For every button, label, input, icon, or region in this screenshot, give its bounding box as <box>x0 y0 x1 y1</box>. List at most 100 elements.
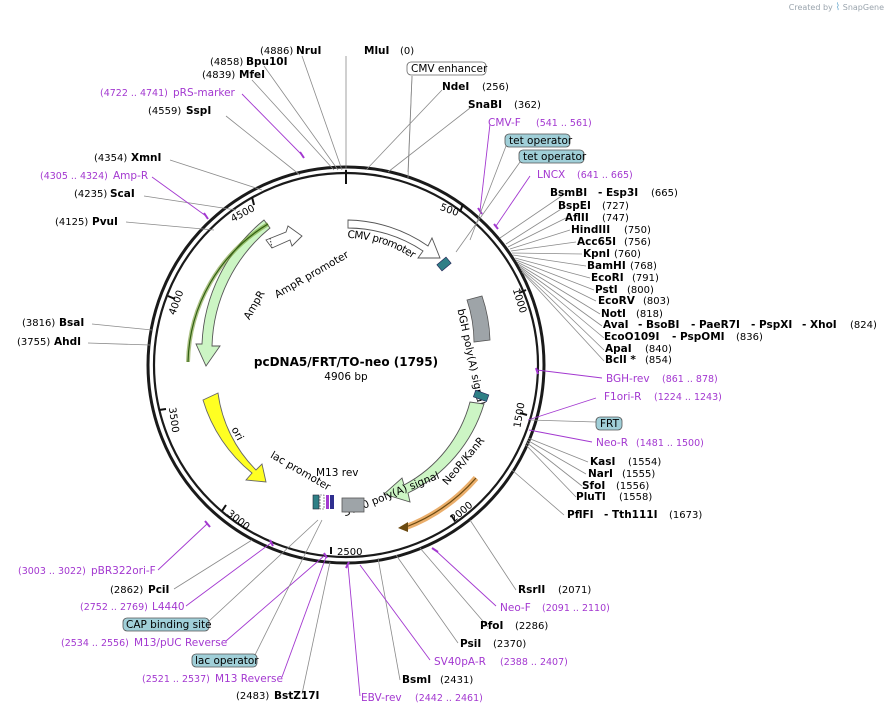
orange-feature-line <box>405 477 477 528</box>
enzyme-aflii-pos: (747) <box>602 213 629 224</box>
enzyme-bsmi-pos: (2431) <box>440 675 473 686</box>
enzyme-bcli[interactable]: BclI * <box>605 354 636 366</box>
primer-pbr322ori-f[interactable]: pBR322ori-F <box>91 565 156 577</box>
snapgene-logo-icon: ⌇ <box>835 2 841 13</box>
enzyme-ecorv-pos: (803) <box>643 296 670 307</box>
enzyme-bamhi-pos: (768) <box>630 261 657 272</box>
enzyme-kpni[interactable]: KpnI <box>583 248 610 260</box>
enzyme-rsrii[interactable]: RsrII <box>518 584 545 596</box>
enzyme-psppomi[interactable]: - PspOMI <box>672 331 725 343</box>
primer-bgh-rev[interactable]: BGH-rev <box>606 373 650 385</box>
tet-operator-1-box[interactable] <box>504 133 571 148</box>
enzyme-xhoi[interactable]: - XhoI <box>802 319 837 331</box>
enzyme-pfoi[interactable]: PfoI <box>480 620 503 632</box>
enzyme-ecorv[interactable]: EcoRV <box>598 295 636 307</box>
primer-sv40pa-r[interactable]: SV40pA-R <box>434 656 486 668</box>
cmv-enhancer-box[interactable] <box>406 61 487 76</box>
primer-amp-r[interactable]: Amp-R <box>113 170 148 182</box>
enzyme-sspi-pos: (4559) <box>148 106 181 117</box>
enzyme-sspi[interactable]: SspI <box>186 105 211 117</box>
enzyme-labels-lower-right: KasI (1554) NarI (1555) SfoI (1556) PluT… <box>567 456 702 521</box>
primer-neo-r-pos: (1481 .. 1500) <box>636 438 704 449</box>
enzyme-ecoo109i-pos: (836) <box>736 332 763 343</box>
feature-bgh-polya[interactable]: bGH poly(A) signal <box>455 295 491 406</box>
enzyme-ecoo109i[interactable]: EcoO109I <box>604 331 659 343</box>
enzyme-sfoi[interactable]: SfoI <box>582 480 605 492</box>
enzyme-avai[interactable]: AvaI <box>603 319 629 331</box>
primer-lncx[interactable]: LNCX <box>537 169 565 181</box>
enzyme-esp3i[interactable]: - Esp3I <box>598 187 638 199</box>
feature-ori[interactable]: ori <box>202 392 267 483</box>
enzyme-xmni-pos: (4354) <box>94 153 127 164</box>
enzyme-labels-right: BsmBI - Esp3I (665) BspEI (727) AflII (7… <box>550 187 877 366</box>
primer-prs-marker[interactable]: pRS-marker <box>173 87 236 99</box>
enzyme-noti-pos: (818) <box>636 309 663 320</box>
feature-ampr[interactable]: AmpR <box>186 219 271 367</box>
primer-l4440[interactable]: L4440 <box>152 601 185 613</box>
enzyme-snabi[interactable]: SnaBI <box>468 99 502 111</box>
tet-operator-2-box[interactable] <box>518 149 585 164</box>
tet-operator-2-label: tet operator <box>523 151 587 163</box>
enzyme-psii[interactable]: PsiI <box>460 638 481 650</box>
primer-cmv-f[interactable]: CMV-F <box>488 117 521 129</box>
enzyme-aflii[interactable]: AflII <box>565 212 589 224</box>
frt-box[interactable] <box>595 416 623 431</box>
enzyme-bsmbi[interactable]: BsmBI <box>550 187 587 199</box>
cap-binding-site-box[interactable] <box>122 617 210 632</box>
primer-pbr322ori-f-pos: (3003 .. 3022) <box>18 566 86 577</box>
enzyme-apai[interactable]: ApaI <box>605 343 632 355</box>
enzyme-pfoi-pos: (2286) <box>515 621 548 632</box>
enzyme-bstz17i[interactable]: BstZ17I <box>274 690 319 702</box>
enzyme-bsobi[interactable]: - BsoBI <box>638 319 679 331</box>
primer-ebv-rev-pos: (2442 .. 2461) <box>415 693 483 704</box>
enzyme-pspxi[interactable]: - PspXI <box>751 319 792 331</box>
ampr-highlight-line <box>187 223 269 363</box>
primer-lncx-pos: (641 .. 665) <box>577 170 633 181</box>
enzyme-pluti[interactable]: PluTI <box>576 491 606 503</box>
enzyme-bcli-pos: (854) <box>645 355 672 366</box>
enzyme-bsmi[interactable]: BsmI <box>402 674 431 686</box>
enzyme-nari[interactable]: NarI <box>588 468 613 480</box>
primer-neo-f[interactable]: Neo-F <box>500 602 531 614</box>
feature-ampr-promoter[interactable]: AmpR promoter <box>265 225 351 301</box>
enzyme-scai[interactable]: ScaI <box>110 188 135 200</box>
enzyme-psti[interactable]: PstI <box>595 284 618 296</box>
enzyme-hindiii[interactable]: HindIII <box>571 224 610 236</box>
primer-m13-puc-reverse[interactable]: M13/pUC Reverse <box>134 637 227 649</box>
created-by-text: Created by <box>788 3 833 12</box>
enzyme-noti[interactable]: NotI <box>601 308 626 320</box>
plasmid-name: pcDNA5/FRT/TO-neo (1795) <box>254 355 438 369</box>
enzyme-pflfi[interactable]: PflFI <box>567 509 594 521</box>
lac-operator-box[interactable] <box>191 653 258 668</box>
enzyme-acc65i[interactable]: Acc65I <box>577 236 616 248</box>
enzyme-bspei[interactable]: BspEI <box>558 200 591 212</box>
enzyme-labels-bottom: RsrII (2071) PfoI (2286) PsiI (2370) Bsm… <box>110 584 591 702</box>
enzyme-mfei[interactable]: MfeI <box>239 69 265 81</box>
lac-operator-marker <box>319 494 325 510</box>
enzyme-nrui[interactable]: NruI <box>296 45 321 57</box>
feature-sv40-polya[interactable] <box>341 497 365 513</box>
frt-site-marker <box>472 389 490 402</box>
enzyme-ecori[interactable]: EcoRI <box>591 272 624 284</box>
primer-f1ori-r[interactable]: F1ori-R <box>604 391 641 403</box>
enzyme-bamhi[interactable]: BamHI <box>587 260 626 272</box>
enzyme-bsai[interactable]: BsaI <box>59 317 84 329</box>
feature-cmv-promoter[interactable]: CMV promoter <box>347 219 441 262</box>
primer-m13-reverse[interactable]: M13 Reverse <box>215 673 283 685</box>
enzyme-pvui[interactable]: PvuI <box>92 216 118 228</box>
enzyme-xmni[interactable]: XmnI <box>131 152 161 164</box>
enzyme-pcii[interactable]: PciI <box>148 584 169 596</box>
enzyme-bpu10i[interactable]: Bpu10I <box>246 56 288 68</box>
enzyme-kasi[interactable]: KasI <box>590 456 615 468</box>
enzyme-bspei-pos: (727) <box>602 201 629 212</box>
enzyme-mlui[interactable]: MluI <box>364 45 389 57</box>
primer-neo-r[interactable]: Neo-R <box>596 437 628 449</box>
enzyme-paer7i[interactable]: - PaeR7I <box>691 319 740 331</box>
enzyme-tth111i[interactable]: - Tth111I <box>604 509 658 521</box>
primer-m13-reverse-pos: (2521 .. 2537) <box>142 674 210 685</box>
feature-ampr-label: AmpR <box>242 289 268 322</box>
enzyme-ahdi[interactable]: AhdI <box>54 336 81 348</box>
primer-ebv-rev[interactable]: EBV-rev <box>361 692 402 704</box>
enzyme-ndei[interactable]: NdeI <box>442 81 469 93</box>
